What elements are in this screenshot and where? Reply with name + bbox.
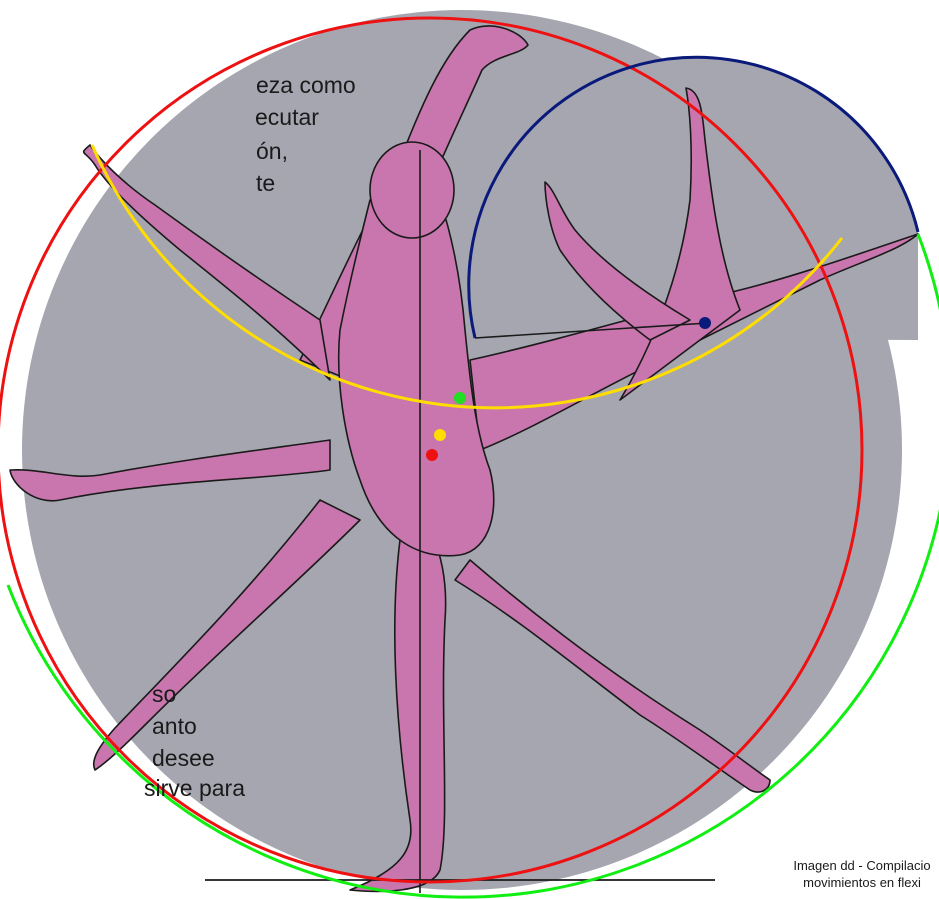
body-text-bottom-2: anto [152,715,197,738]
body-text-top-4: te [256,172,275,195]
navy-center-marker [699,317,711,329]
image-caption: Imagen dd - Compilacio movimientos en fl… [762,857,939,891]
caption-line-2: movimientos en flexi [762,874,939,891]
body-text-top-3: ón, [256,140,288,163]
body-text-top-1: eza como [256,74,356,97]
body-text-bottom-4: sirve para [144,777,245,800]
body-text-top-2: ecutar [255,106,319,129]
head [370,142,454,238]
body-text-bottom-3: desee [152,747,215,770]
red-center-marker [426,449,438,461]
green-center-marker [454,392,466,404]
yellow-center-marker [434,429,446,441]
caption-line-1: Imagen dd - Compilacio [762,857,939,874]
body-text-bottom-1: so [152,683,176,706]
